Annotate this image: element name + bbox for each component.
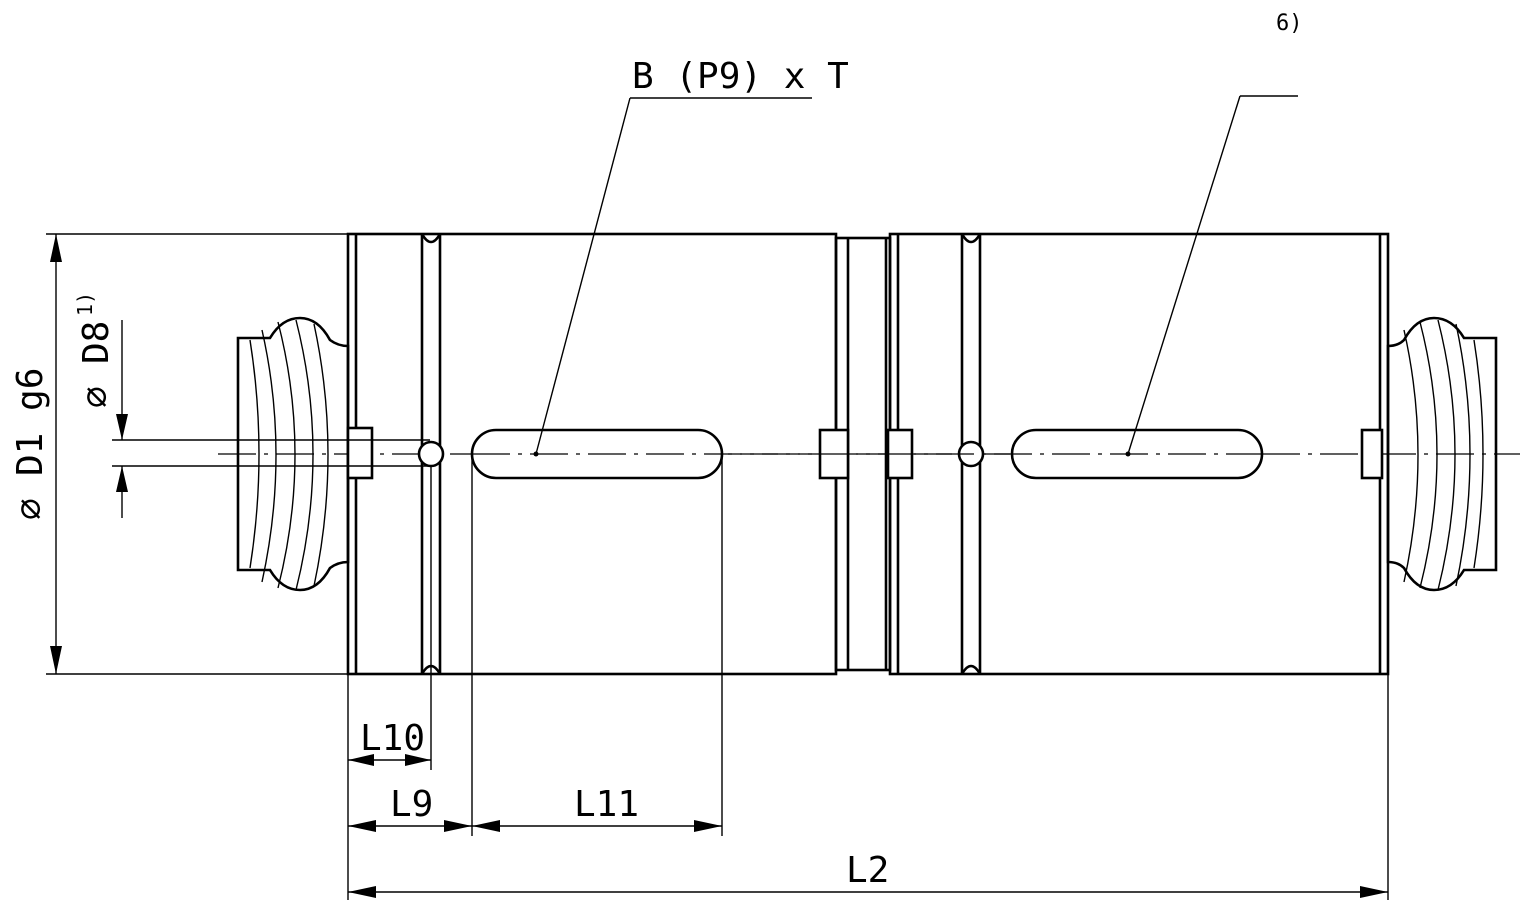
dim-d1 [46, 233, 348, 675]
label-keyway: B (P9) x T [632, 56, 849, 97]
right-thread [1386, 316, 1498, 592]
label-l9: L9 [390, 784, 433, 825]
label-d1-group: ⌀ D1 g6 [10, 368, 51, 520]
lube-holes [346, 426, 1384, 480]
dim-bottom [347, 454, 1389, 900]
label-d8-group: ⌀ D8 1) [73, 292, 117, 408]
label-d1: D1 g6 [10, 368, 51, 476]
label-l2: L2 [846, 850, 889, 891]
label-d8-note: 1) [73, 292, 97, 316]
label-d8: D8 [76, 321, 117, 364]
dim-d8 [112, 320, 430, 518]
label-d1-diameter-symbol: ⌀ [10, 498, 51, 520]
label-l10: L10 [360, 718, 425, 759]
label-d8-diameter-symbol: ⌀ [76, 386, 117, 408]
label-note-6: 6) [1276, 11, 1303, 36]
label-l11: L11 [574, 784, 639, 825]
leaders [533, 95, 1298, 457]
